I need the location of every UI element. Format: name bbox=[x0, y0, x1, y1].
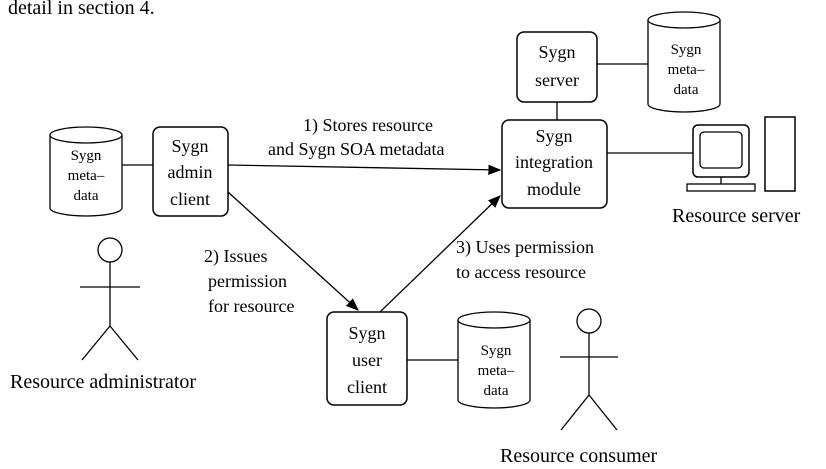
svg-text:Sygn: Sygn bbox=[538, 42, 575, 62]
svg-text:meta–: meta– bbox=[68, 168, 105, 184]
bottom-metadata-db: Sygn meta– data bbox=[457, 311, 531, 409]
resource-server-label: Resource server bbox=[672, 205, 801, 227]
server-box: Sygn server bbox=[516, 31, 598, 103]
svg-text:data: data bbox=[74, 188, 99, 204]
svg-text:Sygn: Sygn bbox=[535, 126, 572, 146]
svg-text:Sygn: Sygn bbox=[71, 148, 102, 164]
admin-client-box: Sygn admin client bbox=[152, 126, 229, 217]
integration-module-box: Sygn integration module bbox=[501, 119, 608, 209]
svg-text:for resource: for resource bbox=[208, 296, 294, 316]
computer-icon bbox=[686, 116, 796, 192]
top-text: detail in section 4. bbox=[8, 0, 155, 19]
arrow-uses bbox=[379, 195, 501, 313]
svg-text:module: module bbox=[527, 179, 581, 199]
svg-text:3) Uses permission: 3) Uses permission bbox=[456, 237, 594, 258]
administrator-person-icon bbox=[80, 237, 140, 361]
stores-label: 1) Stores resource and Sygn SOA metadata bbox=[268, 115, 444, 159]
svg-text:Sygn: Sygn bbox=[171, 136, 208, 156]
svg-text:server: server bbox=[535, 70, 579, 90]
svg-text:data: data bbox=[484, 383, 509, 399]
svg-text:Sygn: Sygn bbox=[348, 323, 385, 343]
svg-text:Sygn: Sygn bbox=[671, 42, 702, 58]
svg-text:admin: admin bbox=[168, 162, 213, 182]
top-metadata-db: Sygn meta– data bbox=[647, 11, 721, 113]
arrow-issues bbox=[227, 191, 359, 311]
svg-text:client: client bbox=[347, 377, 387, 397]
svg-text:to access resource: to access resource bbox=[456, 262, 586, 282]
svg-text:user: user bbox=[352, 350, 382, 370]
resource-administrator-label: Resource administrator bbox=[10, 371, 196, 393]
uses-label: 3) Uses permission to access resource bbox=[456, 237, 594, 282]
svg-text:Sygn: Sygn bbox=[481, 343, 512, 359]
svg-text:meta–: meta– bbox=[478, 363, 515, 379]
svg-text:integration: integration bbox=[515, 152, 593, 172]
resource-consumer-label: Resource consumer bbox=[500, 445, 658, 467]
svg-text:data: data bbox=[674, 82, 699, 98]
svg-text:client: client bbox=[170, 189, 210, 209]
svg-text:and Sygn SOA metadata: and Sygn SOA metadata bbox=[268, 139, 444, 159]
svg-text:2) Issues: 2) Issues bbox=[204, 246, 268, 267]
svg-text:permission: permission bbox=[208, 271, 287, 291]
left-metadata-db: Sygn meta– data bbox=[49, 126, 123, 217]
arrow-stores bbox=[227, 164, 502, 175]
svg-text:1) Stores resource: 1) Stores resource bbox=[303, 115, 433, 136]
consumer-person-icon bbox=[560, 308, 618, 431]
issues-label: 2) Issues permission for resource bbox=[204, 246, 294, 316]
svg-text:meta–: meta– bbox=[668, 62, 705, 78]
user-client-box: Sygn user client bbox=[326, 311, 408, 406]
